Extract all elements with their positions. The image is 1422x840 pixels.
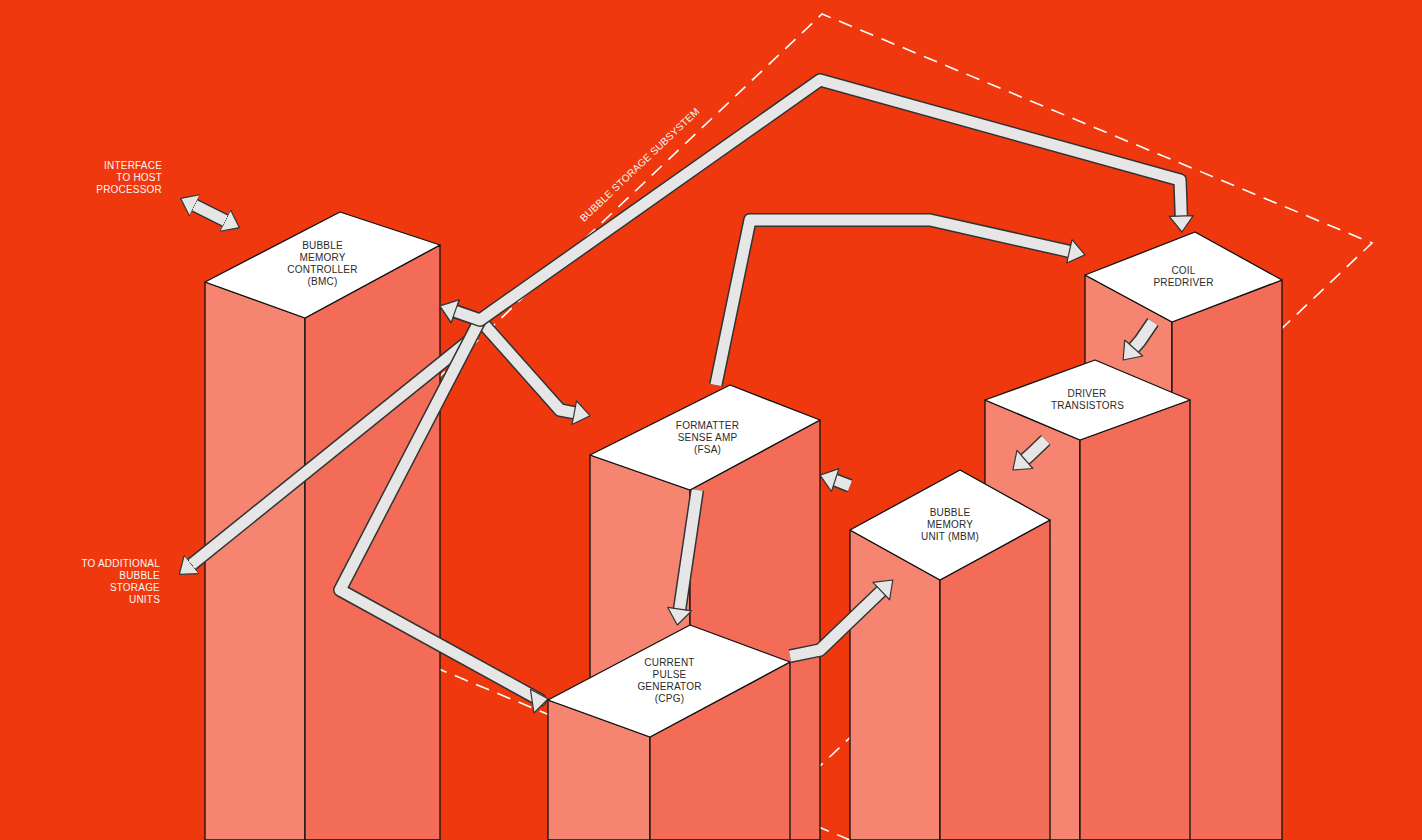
arrow-outline [716, 220, 1071, 385]
block-top-face [548, 625, 790, 737]
subsystem-boundary [225, 14, 1372, 840]
arrow-head [1169, 216, 1193, 232]
bus-arrow [340, 300, 548, 713]
driver-block: DRIVER TRANSISTORS [985, 360, 1190, 440]
bus-arrow [716, 220, 1085, 385]
bus-arrow [790, 580, 893, 656]
block-label: BUBBLE MEMORY CONTROLLER (BMC) [287, 240, 359, 288]
pulse-generator-block: CURRENT PULSE GENERATOR (CPG) [548, 625, 790, 737]
bus-arrow [440, 80, 1193, 323]
arrow-head [1067, 240, 1085, 263]
arrow-head [873, 580, 893, 600]
arrow-body [340, 311, 540, 701]
block-label: FORMATTER SENSE AMP (FSA) [673, 420, 743, 456]
block-label: CURRENT PULSE GENERATOR (CPG) [635, 657, 705, 705]
arrow-outline [833, 479, 850, 485]
block-top-face [850, 470, 1050, 580]
arrow-body [679, 490, 697, 611]
arrow-head [1013, 450, 1033, 470]
arrow-head [1123, 340, 1143, 360]
arrow-body [790, 590, 883, 656]
block-label: DRIVER TRANSISTORS [1051, 388, 1123, 412]
block-top-face [985, 360, 1190, 440]
memory-block: BUBBLE MEMORY UNIT (MBM) [850, 470, 1050, 580]
arrow-body [453, 80, 1181, 320]
arrow-head [668, 607, 692, 625]
arrow-outline [453, 80, 1181, 320]
block-top-face [590, 385, 820, 490]
formatter-block: FORMATTER SENSE AMP (FSA) [590, 385, 820, 490]
bus-arrow [820, 469, 850, 492]
block-name: BUBBLE MEMORY UNIT (MBM) [920, 507, 980, 543]
block-top-face [1085, 232, 1282, 322]
arrow-outline [790, 590, 883, 656]
bus-arrow [1123, 322, 1153, 360]
arrow-outline [1132, 322, 1153, 350]
interface-note: INTERFACE TO HOST PROCESSOR [96, 160, 162, 196]
arrow-head [440, 300, 459, 323]
arrow-head [530, 689, 548, 713]
block-name: FORMATTER SENSE AMP (FSA) [673, 420, 743, 456]
pillar-side [1080, 400, 1190, 840]
pillar-side [850, 530, 940, 840]
arrow-body [1132, 322, 1153, 350]
block-label: COIL PREDRIVER [1151, 265, 1217, 289]
pillar-side [205, 282, 305, 840]
bus-arrow [668, 490, 697, 625]
arrow-outline [340, 311, 540, 701]
pillar-sides [205, 245, 1282, 840]
bus-arrow [1013, 440, 1046, 470]
block-name: COIL PREDRIVER [1151, 265, 1217, 289]
arrow-body [1023, 440, 1045, 461]
block-name: CURRENT PULSE GENERATOR (CPG) [635, 657, 705, 705]
block-top-face [205, 212, 440, 318]
arrow-outline [679, 490, 697, 611]
arrow-body [716, 220, 1071, 385]
block-top [1085, 232, 1282, 322]
arrow-outline [1023, 440, 1045, 461]
arrow-head [820, 469, 839, 492]
controller-block: BUBBLE MEMORY CONTROLLER (BMC) [205, 212, 440, 318]
host-interface-arrow [194, 205, 226, 221]
expansion-bus-arrow [191, 340, 470, 565]
block-name: DRIVER TRANSISTORS [1051, 388, 1123, 412]
block-name: BUBBLE MEMORY CONTROLLER (BMC) [287, 240, 359, 288]
arrow-body [833, 479, 850, 485]
expansion-note: TO ADDITIONAL BUBBLE STORAGE UNITS [76, 558, 160, 606]
block-label: BUBBLE MEMORY UNIT (MBM) [920, 507, 980, 543]
predriver-block: COIL PREDRIVER [1085, 232, 1282, 322]
arrow-head [572, 401, 590, 425]
